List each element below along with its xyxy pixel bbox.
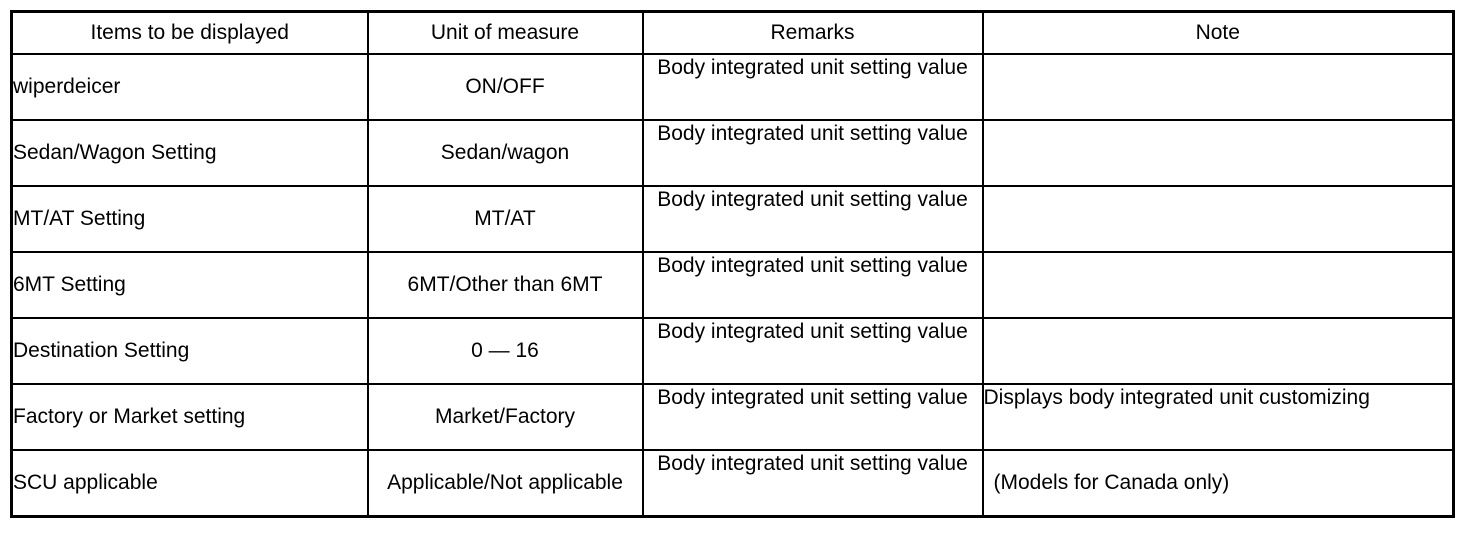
- column-header-items: Items to be displayed: [10, 10, 369, 55]
- cell-unit: 0 — 16: [366, 317, 644, 385]
- table-row: MT/AT Setting MT/AT Body integrated unit…: [10, 185, 1455, 253]
- table-row: 6MT Setting 6MT/Other than 6MT Body inte…: [10, 251, 1455, 319]
- cell-note: [981, 185, 1455, 253]
- table-row: Factory or Market setting Market/Factory…: [10, 383, 1455, 451]
- table-body: wiperdeicer ON/OFF Body integrated unit …: [10, 53, 1455, 517]
- cell-remarks: Body integrated unit setting value: [641, 53, 984, 121]
- cell-unit: Applicable/Not applicable: [366, 449, 644, 517]
- table-row: wiperdeicer ON/OFF Body integrated unit …: [10, 53, 1455, 121]
- cell-note: [981, 251, 1455, 319]
- cell-remarks: Body integrated unit setting value: [641, 119, 984, 187]
- cell-unit: MT/AT: [366, 185, 644, 253]
- table-row: Sedan/Wagon Setting Sedan/wagon Body int…: [10, 119, 1455, 187]
- cell-unit: Market/Factory: [366, 383, 644, 451]
- table-row: SCU applicable Applicable/Not applicable…: [10, 449, 1455, 517]
- cell-unit: ON/OFF: [366, 53, 644, 121]
- cell-note: Displays body integrated unit customizin…: [981, 383, 1455, 451]
- cell-note: (Models for Canada only): [981, 449, 1455, 517]
- cell-items: MT/AT Setting: [10, 185, 369, 253]
- table-header-row: Items to be displayed Unit of measure Re…: [10, 10, 1455, 55]
- cell-remarks: Body integrated unit setting value: [641, 317, 984, 385]
- cell-remarks: Body integrated unit setting value: [641, 185, 984, 253]
- cell-remarks: Body integrated unit setting value: [641, 383, 984, 451]
- table-header: Items to be displayed Unit of measure Re…: [10, 10, 1455, 55]
- cell-items: Factory or Market setting: [10, 383, 369, 451]
- specification-table: Items to be displayed Unit of measure Re…: [10, 10, 1455, 518]
- cell-remarks: Body integrated unit setting value: [641, 449, 984, 517]
- cell-items: Sedan/Wagon Setting: [10, 119, 369, 187]
- cell-note: [981, 317, 1455, 385]
- cell-note: [981, 119, 1455, 187]
- column-header-note: Note: [981, 10, 1455, 55]
- table-row: Destination Setting 0 — 16 Body integrat…: [10, 317, 1455, 385]
- cell-unit: 6MT/Other than 6MT: [366, 251, 644, 319]
- cell-unit: Sedan/wagon: [366, 119, 644, 187]
- cell-items: wiperdeicer: [10, 53, 369, 121]
- cell-items: 6MT Setting: [10, 251, 369, 319]
- cell-items: SCU applicable: [10, 449, 369, 517]
- column-header-unit: Unit of measure: [366, 10, 644, 55]
- cell-remarks: Body integrated unit setting value: [641, 251, 984, 319]
- column-header-remarks: Remarks: [641, 10, 984, 55]
- cell-items: Destination Setting: [10, 317, 369, 385]
- cell-note: [981, 53, 1455, 121]
